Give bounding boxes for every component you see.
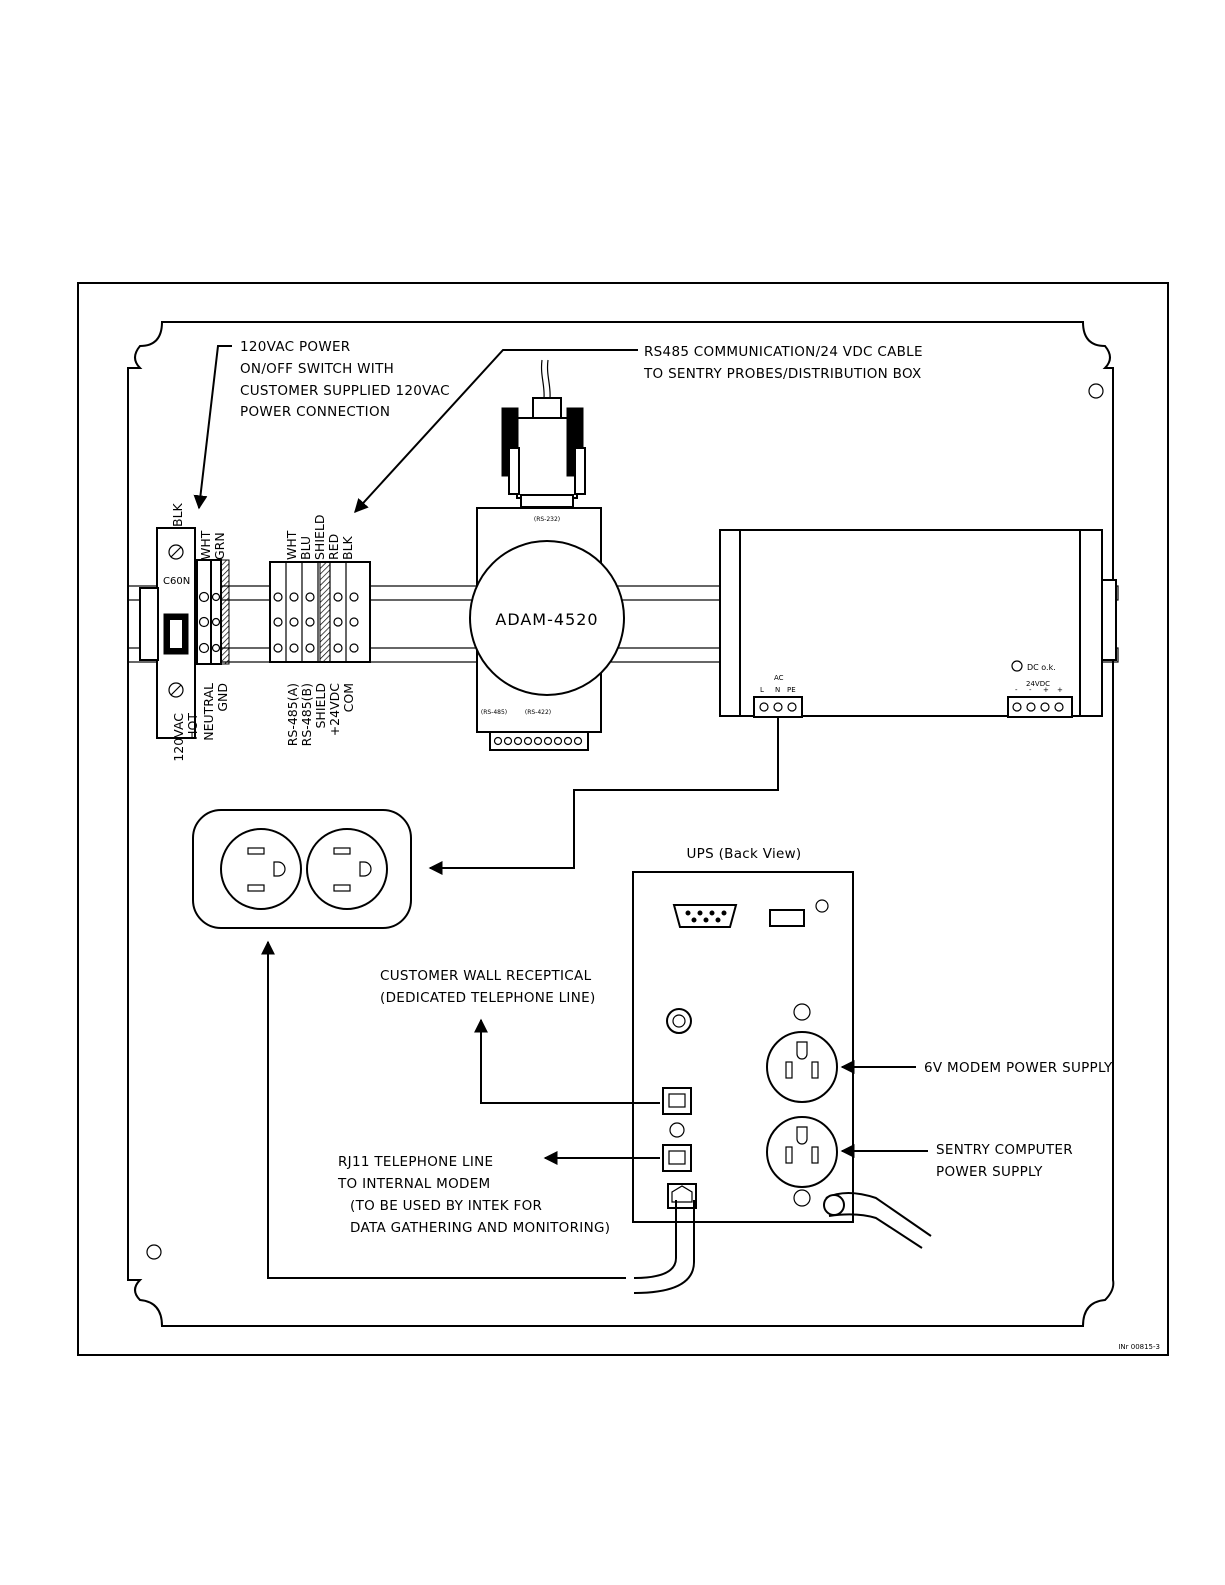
db9-cable-connector	[501, 359, 586, 508]
mounting-panel	[127, 321, 1115, 1327]
wire-color-labels-signal: WHT BLU SHIELD RED BLK	[284, 514, 355, 560]
svg-text:(RS-422): (RS-422)	[525, 709, 551, 716]
drawing-number: INr 00815-3	[1118, 1343, 1160, 1351]
psu-to-outlet-wire	[428, 717, 779, 875]
svg-text:SHIELD: SHIELD	[313, 683, 328, 729]
svg-text:(RS-485): (RS-485)	[481, 709, 507, 716]
svg-text:RJ11 TELEPHONE LINE: RJ11 TELEPHONE LINE	[338, 1154, 493, 1170]
ups-title: UPS (Back View)	[686, 846, 801, 862]
power-note-callout: 120VAC POWER ON/OFF SWITCH WITH CUSTOMER…	[193, 339, 450, 510]
svg-text:SHIELD: SHIELD	[312, 514, 327, 560]
power-terminal-block	[196, 559, 230, 665]
converter-name: ADAM-4520	[495, 610, 598, 629]
svg-text:HOT: HOT	[185, 713, 200, 740]
svg-text:COM: COM	[341, 683, 356, 712]
svg-text:ON/OFF SWITCH WITH: ON/OFF SWITCH WITH	[240, 361, 394, 377]
svg-text:BLK: BLK	[170, 502, 185, 527]
svg-text:+24VDC: +24VDC	[327, 683, 342, 737]
mount-hole-top-right	[1088, 383, 1104, 399]
breaker-label: C60N	[163, 576, 190, 587]
svg-text:AC: AC	[774, 674, 784, 682]
svg-text:+: +	[1057, 686, 1063, 694]
svg-text:DC o.k.: DC o.k.	[1027, 663, 1056, 672]
cable-note-callout: RS485 COMMUNICATION/24 VDC CABLE TO SENT…	[354, 344, 923, 514]
duplex-outlet	[192, 809, 412, 929]
svg-text:RS-485(B): RS-485(B)	[299, 683, 314, 746]
drawing-frame	[77, 282, 1169, 1356]
svg-text:(RS-232): (RS-232)	[534, 516, 560, 523]
svg-text:120VAC POWER: 120VAC POWER	[240, 339, 350, 355]
svg-text:6V MODEM POWER SUPPLY: 6V MODEM POWER SUPPLY	[924, 1060, 1113, 1076]
ups-cords	[633, 1192, 932, 1294]
svg-text:TO SENTRY PROBES/DISTRIBUTION: TO SENTRY PROBES/DISTRIBUTION BOX	[643, 366, 922, 382]
computer-supply-callout: SENTRY COMPUTER POWER SUPPLY	[840, 1142, 1073, 1180]
dc-power-supply: DC o.k. 24VDC - - + + AC L N PE	[719, 529, 1117, 718]
svg-text:RED: RED	[326, 534, 341, 560]
adam-4520-converter: ADAM-4520 (RS-232) (RS-485) (RS-422)	[469, 507, 625, 751]
svg-text:SENTRY COMPUTER: SENTRY COMPUTER	[936, 1142, 1073, 1158]
svg-text:NEUTRAL: NEUTRAL	[201, 683, 216, 741]
ups-back-panel	[632, 871, 854, 1223]
terminal-labels-power: 120VAC HOT NEUTRAL GND	[171, 683, 230, 762]
din-rail	[127, 585, 1119, 663]
rj11-callout: RJ11 TELEPHONE LINE TO INTERNAL MODEM (T…	[337, 1151, 660, 1236]
svg-text:TO INTERNAL MODEM: TO INTERNAL MODEM	[337, 1176, 491, 1192]
svg-text:-: -	[1029, 686, 1032, 694]
svg-text:GRN: GRN	[212, 532, 227, 560]
svg-text:PE: PE	[787, 686, 796, 694]
svg-text:CUSTOMER SUPPLIED 120VAC: CUSTOMER SUPPLIED 120VAC	[240, 383, 450, 399]
svg-text:POWER SUPPLY: POWER SUPPLY	[936, 1164, 1043, 1180]
svg-text:N: N	[775, 686, 780, 694]
svg-text:BLK: BLK	[340, 535, 355, 560]
power-breaker[interactable]: C60N	[139, 527, 196, 739]
svg-text:120VAC: 120VAC	[171, 713, 186, 762]
wire-color-labels-power: BLK WHT GRN	[170, 502, 227, 560]
modem-supply-callout: 6V MODEM POWER SUPPLY	[840, 1060, 1113, 1076]
svg-text:POWER CONNECTION: POWER CONNECTION	[240, 404, 390, 420]
svg-text:BLU: BLU	[298, 536, 313, 560]
signal-terminal-block	[269, 561, 371, 663]
svg-text:RS-485(A): RS-485(A)	[285, 683, 300, 746]
svg-text:WHT: WHT	[284, 530, 299, 560]
svg-text:(TO BE USED BY INTEK FOR: (TO BE USED BY INTEK FOR	[350, 1198, 542, 1214]
svg-text:+: +	[1043, 686, 1049, 694]
svg-text:RS485 COMMUNICATION/24 VDC CAB: RS485 COMMUNICATION/24 VDC CABLE	[644, 344, 923, 360]
svg-text:DATA GATHERING AND MONITORING): DATA GATHERING AND MONITORING)	[350, 1220, 610, 1236]
svg-text:-: -	[1015, 686, 1018, 694]
svg-text:WHT: WHT	[198, 530, 213, 560]
terminal-labels-signal: RS-485(A) RS-485(B) SHIELD +24VDC COM	[285, 683, 356, 747]
svg-text:GND: GND	[215, 683, 230, 712]
svg-text:L: L	[760, 686, 764, 694]
customer-wall-callout: CUSTOMER WALL RECEPTICAL (DEDICATED TELE…	[380, 968, 660, 1104]
svg-text:(DEDICATED TELEPHONE LINE): (DEDICATED TELEPHONE LINE)	[380, 990, 596, 1006]
mount-hole-bottom-left	[146, 1244, 162, 1260]
svg-text:24VDC: 24VDC	[1026, 680, 1050, 688]
ups-to-outlet-wire	[261, 940, 626, 1279]
svg-text:CUSTOMER WALL RECEPTICAL: CUSTOMER WALL RECEPTICAL	[380, 968, 592, 984]
